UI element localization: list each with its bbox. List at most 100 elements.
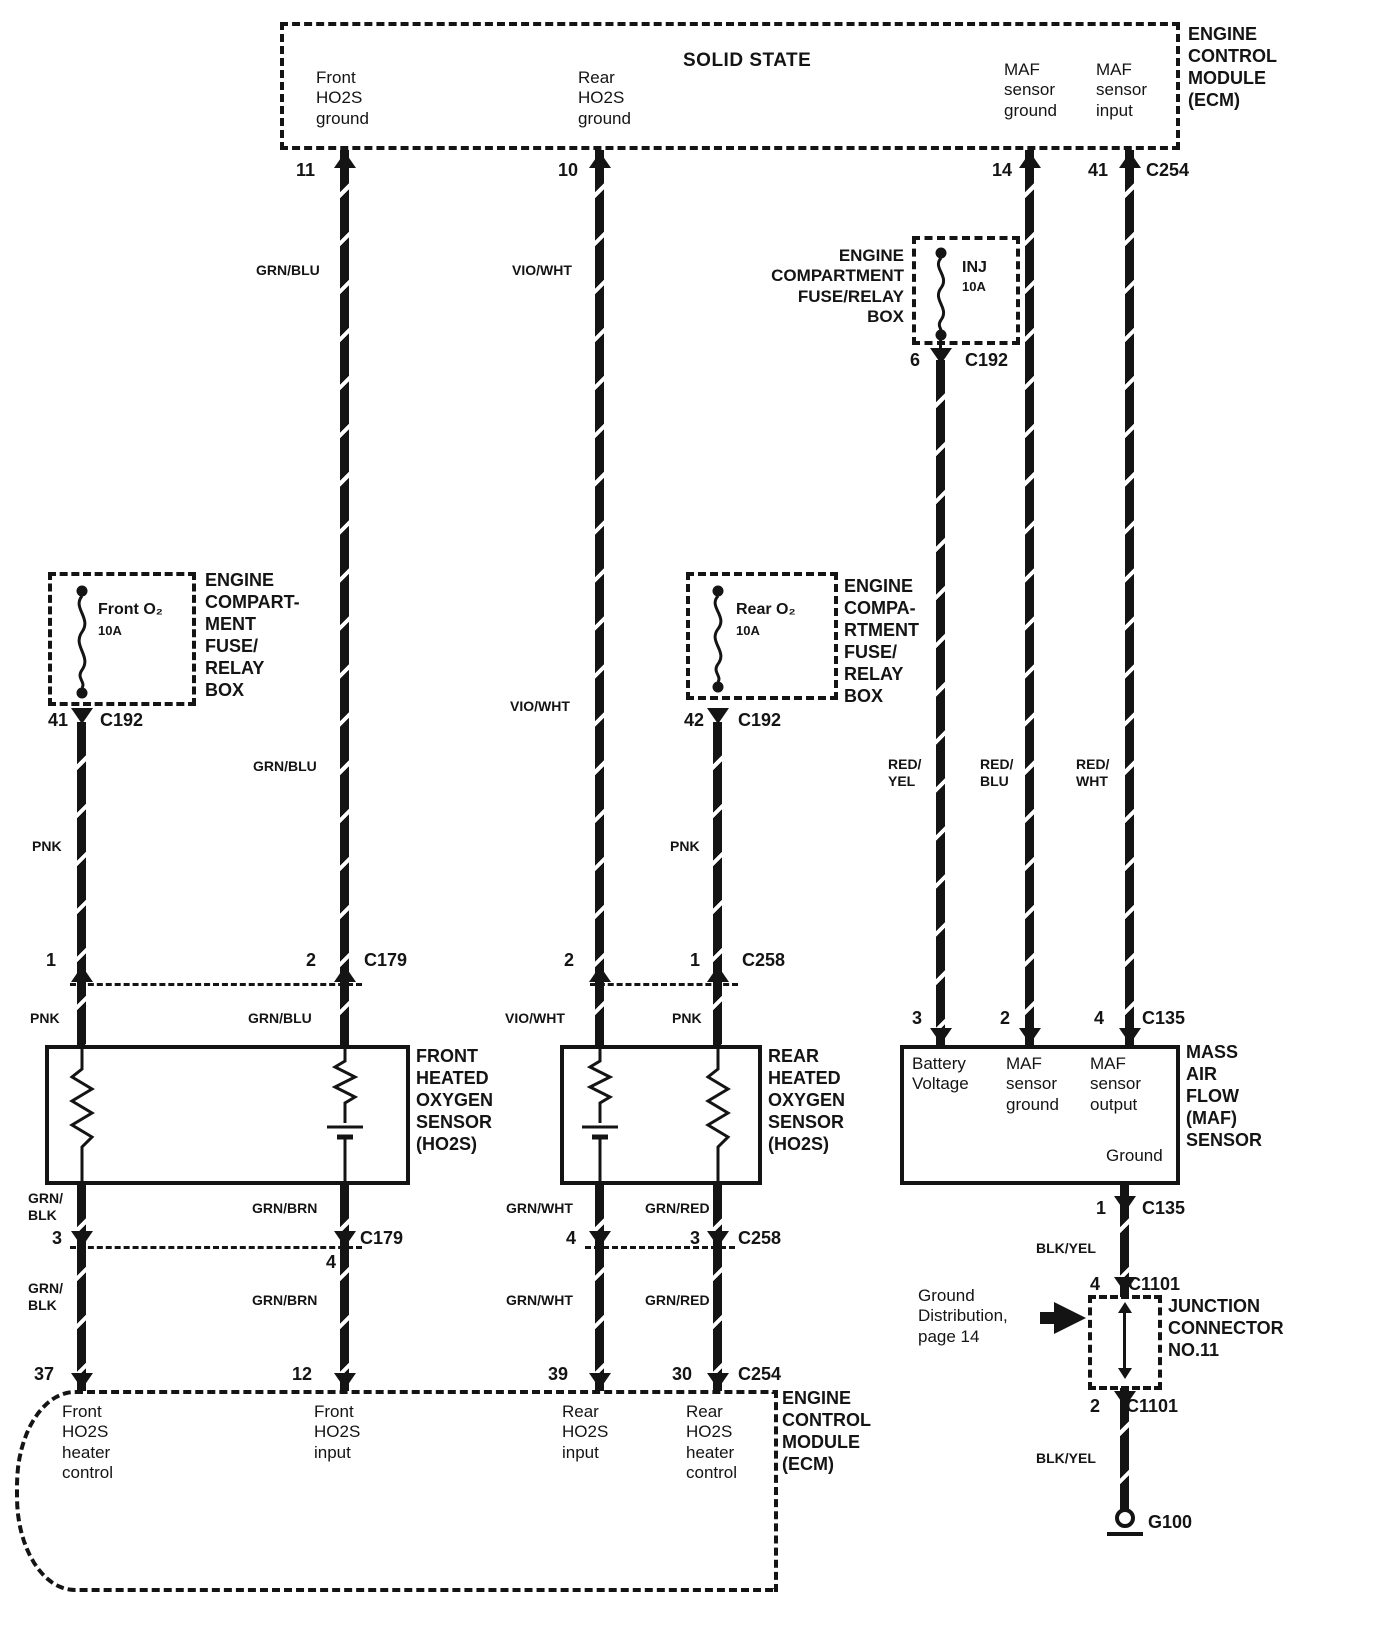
connector-id-c258: C258 <box>738 1228 782 1248</box>
wire-red-blu-maf-ground <box>1025 150 1034 1046</box>
maf-sensor-label: MASS AIR FLOW (MAF) SENSOR <box>1186 1042 1263 1150</box>
rear-ho2s-label: REAR HEATED OXYGEN SENSOR (HO2S) <box>768 1046 846 1154</box>
pin-number: 42 <box>684 710 705 730</box>
wire-label: VIO/WHT <box>512 262 572 278</box>
pin-number: 37 <box>34 1364 55 1384</box>
fuse-icon <box>76 585 88 699</box>
pin-number: 1 <box>1096 1198 1107 1218</box>
pin-number: 4 <box>326 1252 337 1272</box>
pin-number: 4 <box>1090 1274 1101 1294</box>
wire-label: PNK <box>670 838 700 854</box>
pin-number: 4 <box>1094 1008 1105 1028</box>
ecm-pin-label-rear-heater-control: Rear HO2S heater control <box>686 1402 738 1483</box>
wire-label: RED/ BLU <box>980 756 1014 789</box>
ground-distribution-note: Ground Distribution, page 14 <box>918 1286 1008 1346</box>
ground-symbol-icon <box>1115 1508 1135 1528</box>
fuse-name: Front O₂ <box>98 601 163 618</box>
inj-fuse-box <box>912 236 1020 345</box>
sensor-cell-icon <box>582 1047 618 1183</box>
pin-number: 2 <box>1090 1396 1101 1416</box>
ecm-pin-label-rear-input: Rear HO2S input <box>562 1402 609 1462</box>
connector-arrow-icon <box>1114 1277 1136 1293</box>
wire-blk-yel-upper <box>1120 1185 1129 1297</box>
pin-number: 11 <box>296 160 316 180</box>
connector-id-c1101: C1101 <box>1126 1396 1179 1416</box>
connector-arrow-icon <box>71 1231 93 1247</box>
pin-number: 6 <box>910 350 921 370</box>
wire-label: GRN/RED <box>645 1200 710 1216</box>
connector-arrow-icon <box>1019 1028 1041 1044</box>
wire-vio-wht-rear-ho2s-ground <box>595 150 604 1046</box>
ecm-bottom-label: ENGINE CONTROL MODULE (ECM) <box>782 1388 871 1474</box>
sensor-cell-icon <box>327 1047 363 1183</box>
connector-arrow-icon <box>707 708 729 724</box>
wire-label: GRN/BRN <box>252 1292 318 1308</box>
fuse-lead <box>939 338 942 350</box>
wire-grn-blk-front-heater <box>77 1185 86 1391</box>
wire-blk-yel-lower <box>1120 1388 1129 1512</box>
wire-label: GRN/BLU <box>256 262 320 278</box>
wire-label: RED/ WHT <box>1076 756 1110 789</box>
inj-fuse-box-label: ENGINE COMPARTMENT FUSE/RELAY BOX <box>771 246 904 327</box>
ecm-pin-label-front-ho2s-ground: Front HO2S ground <box>316 68 369 128</box>
wire-red-yel-battery <box>936 360 945 1046</box>
wire-label: VIO/WHT <box>510 698 570 714</box>
connector-id-c192: C192 <box>965 350 1009 370</box>
connector-arrow-icon <box>1114 1391 1136 1407</box>
wire-label: GRN/BLU <box>253 758 317 774</box>
connector-arrow-icon <box>71 708 93 724</box>
fuse-name: INJ <box>962 259 987 276</box>
pin-number: 4 <box>566 1228 577 1248</box>
connector-arrow-icon <box>334 1231 356 1247</box>
connector-arrow-icon <box>334 1373 356 1389</box>
junction-arrow-icon <box>1118 1368 1132 1379</box>
connector-arrow-icon <box>589 1373 611 1389</box>
wire-grn-red-rear-heater <box>713 1185 722 1391</box>
solid-state-title: SOLID STATE <box>683 50 812 71</box>
pin-number: 41 <box>1088 160 1109 180</box>
ecm-pin-label-front-heater-control: Front HO2S heater control <box>62 1402 114 1483</box>
wire-label: VIO/WHT <box>505 1010 565 1026</box>
pin-number: 3 <box>690 1228 701 1248</box>
connector-id-c192: C192 <box>100 710 144 730</box>
connector-c258-line <box>585 1246 735 1249</box>
connector-id-c258: C258 <box>742 950 786 970</box>
heater-element-icon <box>69 1047 95 1183</box>
pin-number: 2 <box>1000 1008 1011 1028</box>
pin-number: 3 <box>52 1228 63 1248</box>
connector-c179-line <box>70 983 362 986</box>
connector-arrow-icon <box>334 966 356 982</box>
wire-pnk-front <box>77 722 86 1046</box>
maf-sensor-box <box>900 1045 1180 1185</box>
heater-element-icon <box>705 1047 731 1183</box>
front-fuse-box-label: ENGINE COMPART- MENT FUSE/ RELAY BOX <box>205 570 300 700</box>
maf-pin-label-sensor-ground: MAF sensor ground <box>1006 1054 1059 1114</box>
connector-arrow-icon <box>707 1373 729 1389</box>
fuse-icon <box>935 247 947 341</box>
connector-id-c135: C135 <box>1142 1008 1186 1028</box>
ecm-pin-label-rear-ho2s-ground: Rear HO2S ground <box>578 68 631 128</box>
connector-arrow-icon <box>707 1231 729 1247</box>
connector-arrow-icon <box>589 966 611 982</box>
fuse-rating: 10A <box>98 623 122 638</box>
maf-pin-label-battery-voltage: Battery Voltage <box>912 1054 969 1094</box>
connector-id-c179: C179 <box>360 1228 404 1248</box>
wire-grn-wht-rear-signal <box>595 1185 604 1391</box>
fuse-rating: 10A <box>736 623 760 638</box>
pin-number: 12 <box>292 1364 313 1384</box>
connector-id-c254: C254 <box>738 1364 782 1384</box>
wire-label: GRN/WHT <box>506 1292 573 1308</box>
ecm-pin-label-maf-sensor-input: MAF sensor input <box>1096 60 1148 120</box>
rear-o2-fuse-box <box>686 572 838 700</box>
wire-label: BLK/YEL <box>1036 1450 1096 1466</box>
connector-arrow-icon <box>930 1028 952 1044</box>
connector-arrow-icon <box>1114 1196 1136 1212</box>
connector-c179-line <box>70 1246 362 1249</box>
junction-bus-line <box>1123 1306 1126 1374</box>
connector-arrow-icon <box>1119 1028 1141 1044</box>
junction-connector-label: JUNCTION CONNECTOR NO.11 <box>1168 1296 1284 1360</box>
fuse-name: Rear O₂ <box>736 601 796 618</box>
connector-arrow-icon <box>707 966 729 982</box>
connector-arrow-icon <box>930 348 952 364</box>
